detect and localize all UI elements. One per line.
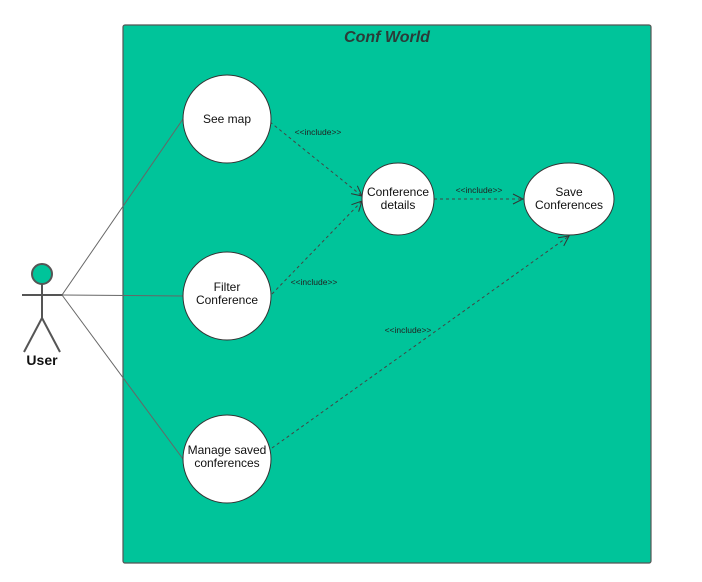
include-label-see-map: <<include>>	[295, 127, 342, 137]
include-label-details-save: <<include>>	[456, 185, 503, 195]
association-filter-conference	[61, 294, 184, 297]
include-label-filter: <<include>>	[291, 277, 338, 287]
actor-label: User	[26, 352, 58, 368]
use-case-manage-saved-conferences[interactable]: Manage saved conferences	[182, 414, 272, 504]
use-case-label-line2: Conferences	[535, 198, 603, 212]
use-case-conference-details[interactable]: Conference details	[361, 162, 435, 236]
actor-user[interactable]	[22, 263, 62, 353]
use-case-label-line2: conferences	[194, 456, 259, 470]
actor-leg-right	[41, 317, 61, 353]
include-arrow-see-map-details	[269, 121, 362, 196]
use-case-label-line2: Conference	[196, 293, 258, 307]
association-see-map	[61, 118, 184, 296]
include-arrow-manage-save	[271, 236, 569, 449]
include-label-manage-save: <<include>>	[385, 325, 432, 335]
use-case-see-map[interactable]: See map	[182, 74, 272, 164]
use-case-label-line1: Filter	[214, 280, 241, 294]
use-case-label-line1: Conference	[367, 185, 429, 199]
use-case-label-line2: details	[381, 198, 416, 212]
use-case-filter-conference[interactable]: Filter Conference	[182, 251, 272, 341]
actor-leg-left	[23, 317, 43, 353]
use-case-save-conferences[interactable]: Save Conferences	[523, 162, 615, 236]
actor-head	[31, 263, 53, 285]
use-case-label-line1: Manage saved	[188, 443, 267, 457]
association-manage-saved	[61, 294, 184, 460]
use-case-label: See map	[203, 112, 251, 126]
use-case-label-line1: Save	[555, 185, 583, 199]
system-title: Conf World	[344, 29, 431, 46]
